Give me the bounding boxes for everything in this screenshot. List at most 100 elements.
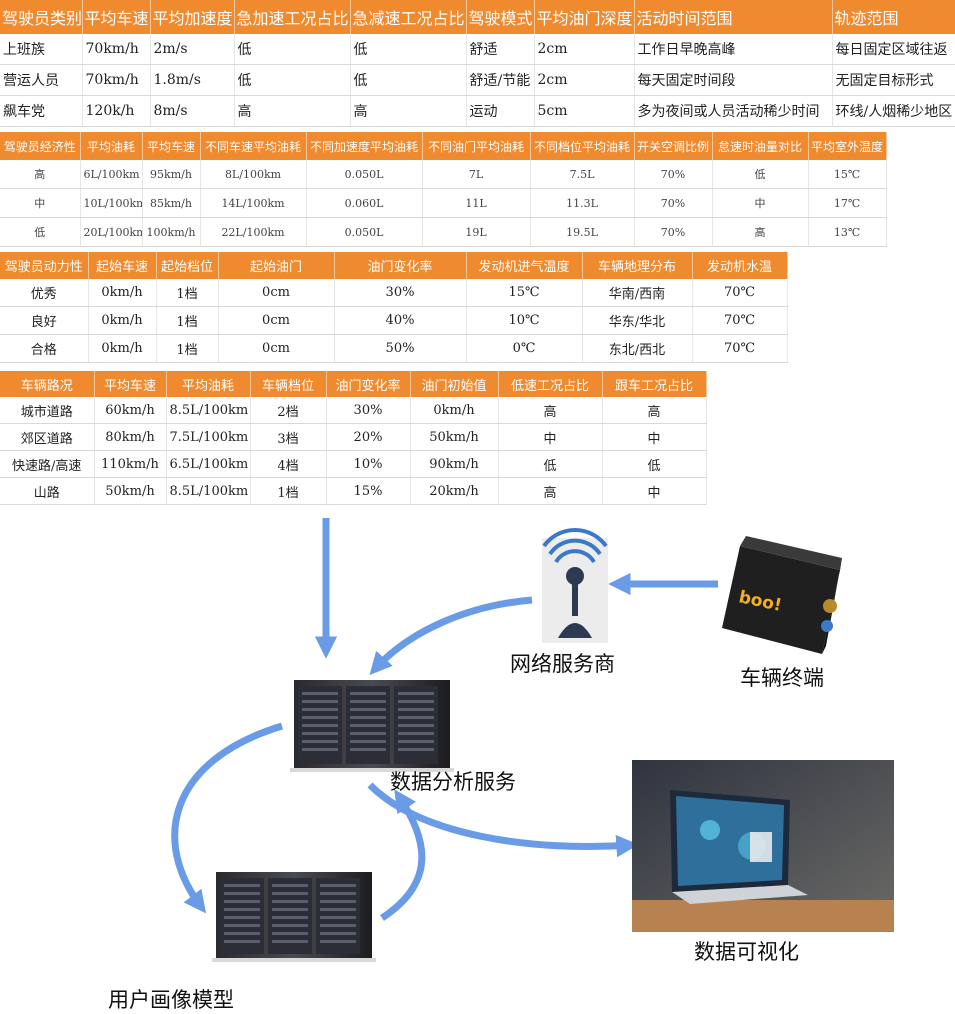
table-cell: 每天固定时间段 <box>634 64 833 96</box>
table-cell: 70℃ <box>692 334 788 363</box>
column-header: 驾驶员经济性 <box>0 132 81 160</box>
table-cell: 20% <box>326 423 411 451</box>
table-cell: 70℃ <box>692 306 788 335</box>
table-cell: 7.5L/100km <box>166 423 251 451</box>
table-cell: 17℃ <box>808 188 887 218</box>
table-cell: 中 <box>602 423 707 451</box>
table-cell: 20km/h <box>410 477 499 505</box>
table-cell: 运动 <box>466 95 535 127</box>
table-cell: 低 <box>498 450 603 478</box>
table-row: 城市道路 60km/h 8.5L/100km 2档 30% 0km/h 高 高 <box>0 397 707 424</box>
table-cell: 中 <box>498 423 603 451</box>
table-cell: 东北/西北 <box>582 334 693 363</box>
arrow-network-to-analysis <box>369 596 533 675</box>
table-cell: 低 <box>602 450 707 478</box>
table-cell: 19.5L <box>530 217 635 247</box>
server-rack-icon <box>212 872 376 962</box>
table-cell: 合格 <box>0 334 89 363</box>
column-header: 平均车速 <box>142 132 201 160</box>
column-header: 平均车速 <box>82 0 151 34</box>
table-cell: 10L/100km <box>80 188 143 218</box>
table-cell: 10℃ <box>466 306 583 335</box>
server-rack-icon <box>290 680 454 772</box>
table-cell: 0km/h <box>410 397 499 424</box>
table-header-row: 驾驶员经济性 平均油耗 平均车速 不同车速平均油耗 不同加速度平均油耗 不同油门… <box>0 132 887 160</box>
table-header-row: 驾驶员动力性 起始车速 起始档位 起始油门 油门变化率 发动机进气温度 车辆地理… <box>0 252 788 279</box>
table-cell: 80km/h <box>94 423 167 451</box>
table-cell: 快速路/高速 <box>0 450 95 478</box>
table-cell: 环线/人烟稀少地区 <box>832 95 955 127</box>
table-cell: 100km/h <box>142 217 201 247</box>
column-header: 车辆路况 <box>0 371 95 397</box>
table-cell: 8.5L/100km <box>166 477 251 505</box>
table-row: 快速路/高速 110km/h 6.5L/100km 4档 10% 90km/h … <box>0 450 707 478</box>
table-cell: 营运人员 <box>0 64 83 96</box>
table-cell: 郊区道路 <box>0 423 95 451</box>
table-row: 良好 0km/h 1档 0cm 40% 10℃ 华东/华北 70℃ <box>0 306 788 335</box>
table-cell: 华东/华北 <box>582 306 693 335</box>
table-cell: 工作日早晚高峰 <box>634 34 833 65</box>
table-cell: 0cm <box>218 334 335 363</box>
column-header: 急加速工况占比 <box>234 0 351 34</box>
table-cell: 高 <box>498 477 603 505</box>
column-header: 开关空调比例 <box>634 132 713 160</box>
column-header: 平均油门深度 <box>534 0 635 34</box>
arrow-analysis-to-profile <box>171 722 284 914</box>
table-cell: 高 <box>0 160 81 189</box>
table-cell: 30% <box>334 279 467 307</box>
table-cell: 0cm <box>218 279 335 307</box>
column-header: 平均车速 <box>94 371 167 397</box>
table-cell: 上班族 <box>0 34 83 65</box>
table-cell: 6L/100km <box>80 160 143 189</box>
column-header: 油门变化率 <box>334 252 467 279</box>
table-cell: 90km/h <box>410 450 499 478</box>
column-header: 车辆档位 <box>250 371 327 397</box>
table-cell: 0.050L <box>306 160 423 189</box>
table-cell: 50% <box>334 334 467 363</box>
table-cell: 7L <box>422 160 531 189</box>
laptop-visualization-icon <box>632 760 894 932</box>
table-cell: 1档 <box>156 279 219 307</box>
table-cell: 低 <box>350 64 467 96</box>
table-cell: 70km/h <box>82 64 151 96</box>
column-header: 跟车工况占比 <box>602 371 707 397</box>
table-row: 优秀 0km/h 1档 0cm 30% 15℃ 华南/西南 70℃ <box>0 279 788 307</box>
table-cell: 70% <box>634 188 713 218</box>
table-cell: 中 <box>602 477 707 505</box>
table-cell: 0km/h <box>88 334 157 363</box>
table-cell: 良好 <box>0 306 89 335</box>
column-header: 不同加速度平均油耗 <box>306 132 423 160</box>
table-cell: 85km/h <box>142 188 201 218</box>
driver-power-table: 驾驶员动力性 起始车速 起始档位 起始油门 油门变化率 发动机进气温度 车辆地理… <box>0 252 788 363</box>
table-cell: 2cm <box>534 34 635 65</box>
driver-economy-table: 驾驶员经济性 平均油耗 平均车速 不同车速平均油耗 不同加速度平均油耗 不同油门… <box>0 132 887 247</box>
table-cell: 2m/s <box>150 34 235 65</box>
table-cell: 8L/100km <box>200 160 307 189</box>
table-cell: 70% <box>634 160 713 189</box>
table-cell: 30% <box>326 397 411 424</box>
table-cell: 50km/h <box>94 477 167 505</box>
column-header: 怠速时油量对比 <box>712 132 809 160</box>
table-cell: 0℃ <box>466 334 583 363</box>
table-cell: 8.5L/100km <box>166 397 251 424</box>
table-cell: 山路 <box>0 477 95 505</box>
table-cell: 0.050L <box>306 217 423 247</box>
table-cell: 4档 <box>250 450 327 478</box>
table-cell: 1档 <box>156 306 219 335</box>
table-cell: 15℃ <box>808 160 887 189</box>
table-cell: 19L <box>422 217 531 247</box>
column-header: 驾驶员类别 <box>0 0 83 34</box>
table-cell: 110km/h <box>94 450 167 478</box>
column-header: 平均油耗 <box>166 371 251 397</box>
table-cell: 高 <box>712 217 809 247</box>
table-cell: 70% <box>634 217 713 247</box>
column-header: 活动时间范围 <box>634 0 833 34</box>
data-analysis-label: 数据分析服务 <box>390 770 516 794</box>
table-cell: 2cm <box>534 64 635 96</box>
table-cell: 120k/h <box>82 95 151 127</box>
table-cell: 华南/西南 <box>582 279 693 307</box>
column-header: 低速工况占比 <box>498 371 603 397</box>
table-cell: 70km/h <box>82 34 151 65</box>
table-cell: 每日固定区域往返 <box>832 34 955 65</box>
table-cell: 0km/h <box>88 279 157 307</box>
